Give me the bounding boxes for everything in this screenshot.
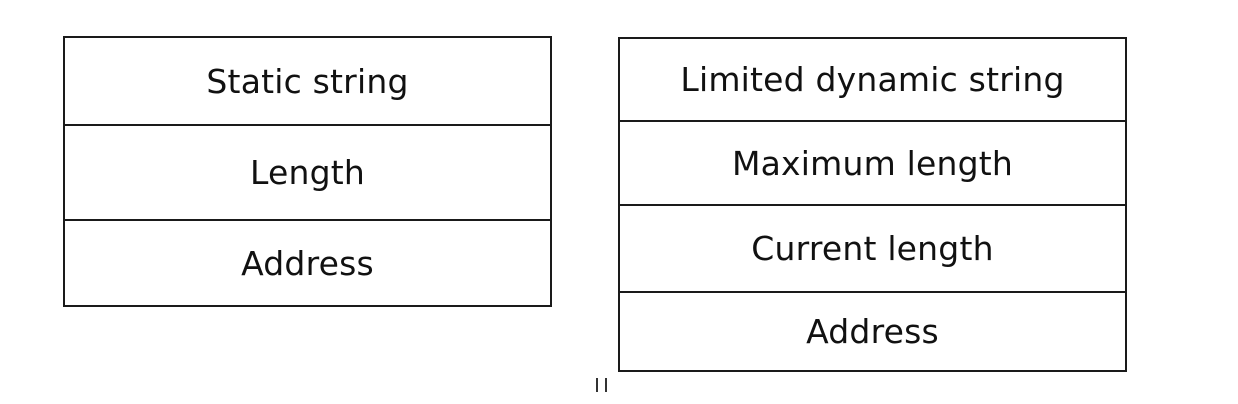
limited-dynamic-string-descriptor: Limited dynamic string Maximum length Cu… xyxy=(618,37,1127,372)
static-string-descriptor: Static string Length Address xyxy=(63,36,552,307)
dynamic-descriptor-type-field: Limited dynamic string xyxy=(620,39,1125,122)
dynamic-descriptor-max-length-field: Maximum length xyxy=(620,122,1125,206)
static-descriptor-address-field: Address xyxy=(241,243,374,283)
static-descriptor-type-field: Static string xyxy=(65,38,550,126)
dynamic-descriptor-address-field: Address xyxy=(806,312,939,351)
page-artifact-mark xyxy=(594,378,608,392)
static-descriptor-length-field: Length xyxy=(65,126,550,221)
dynamic-descriptor-current-length-field: Current length xyxy=(620,206,1125,293)
